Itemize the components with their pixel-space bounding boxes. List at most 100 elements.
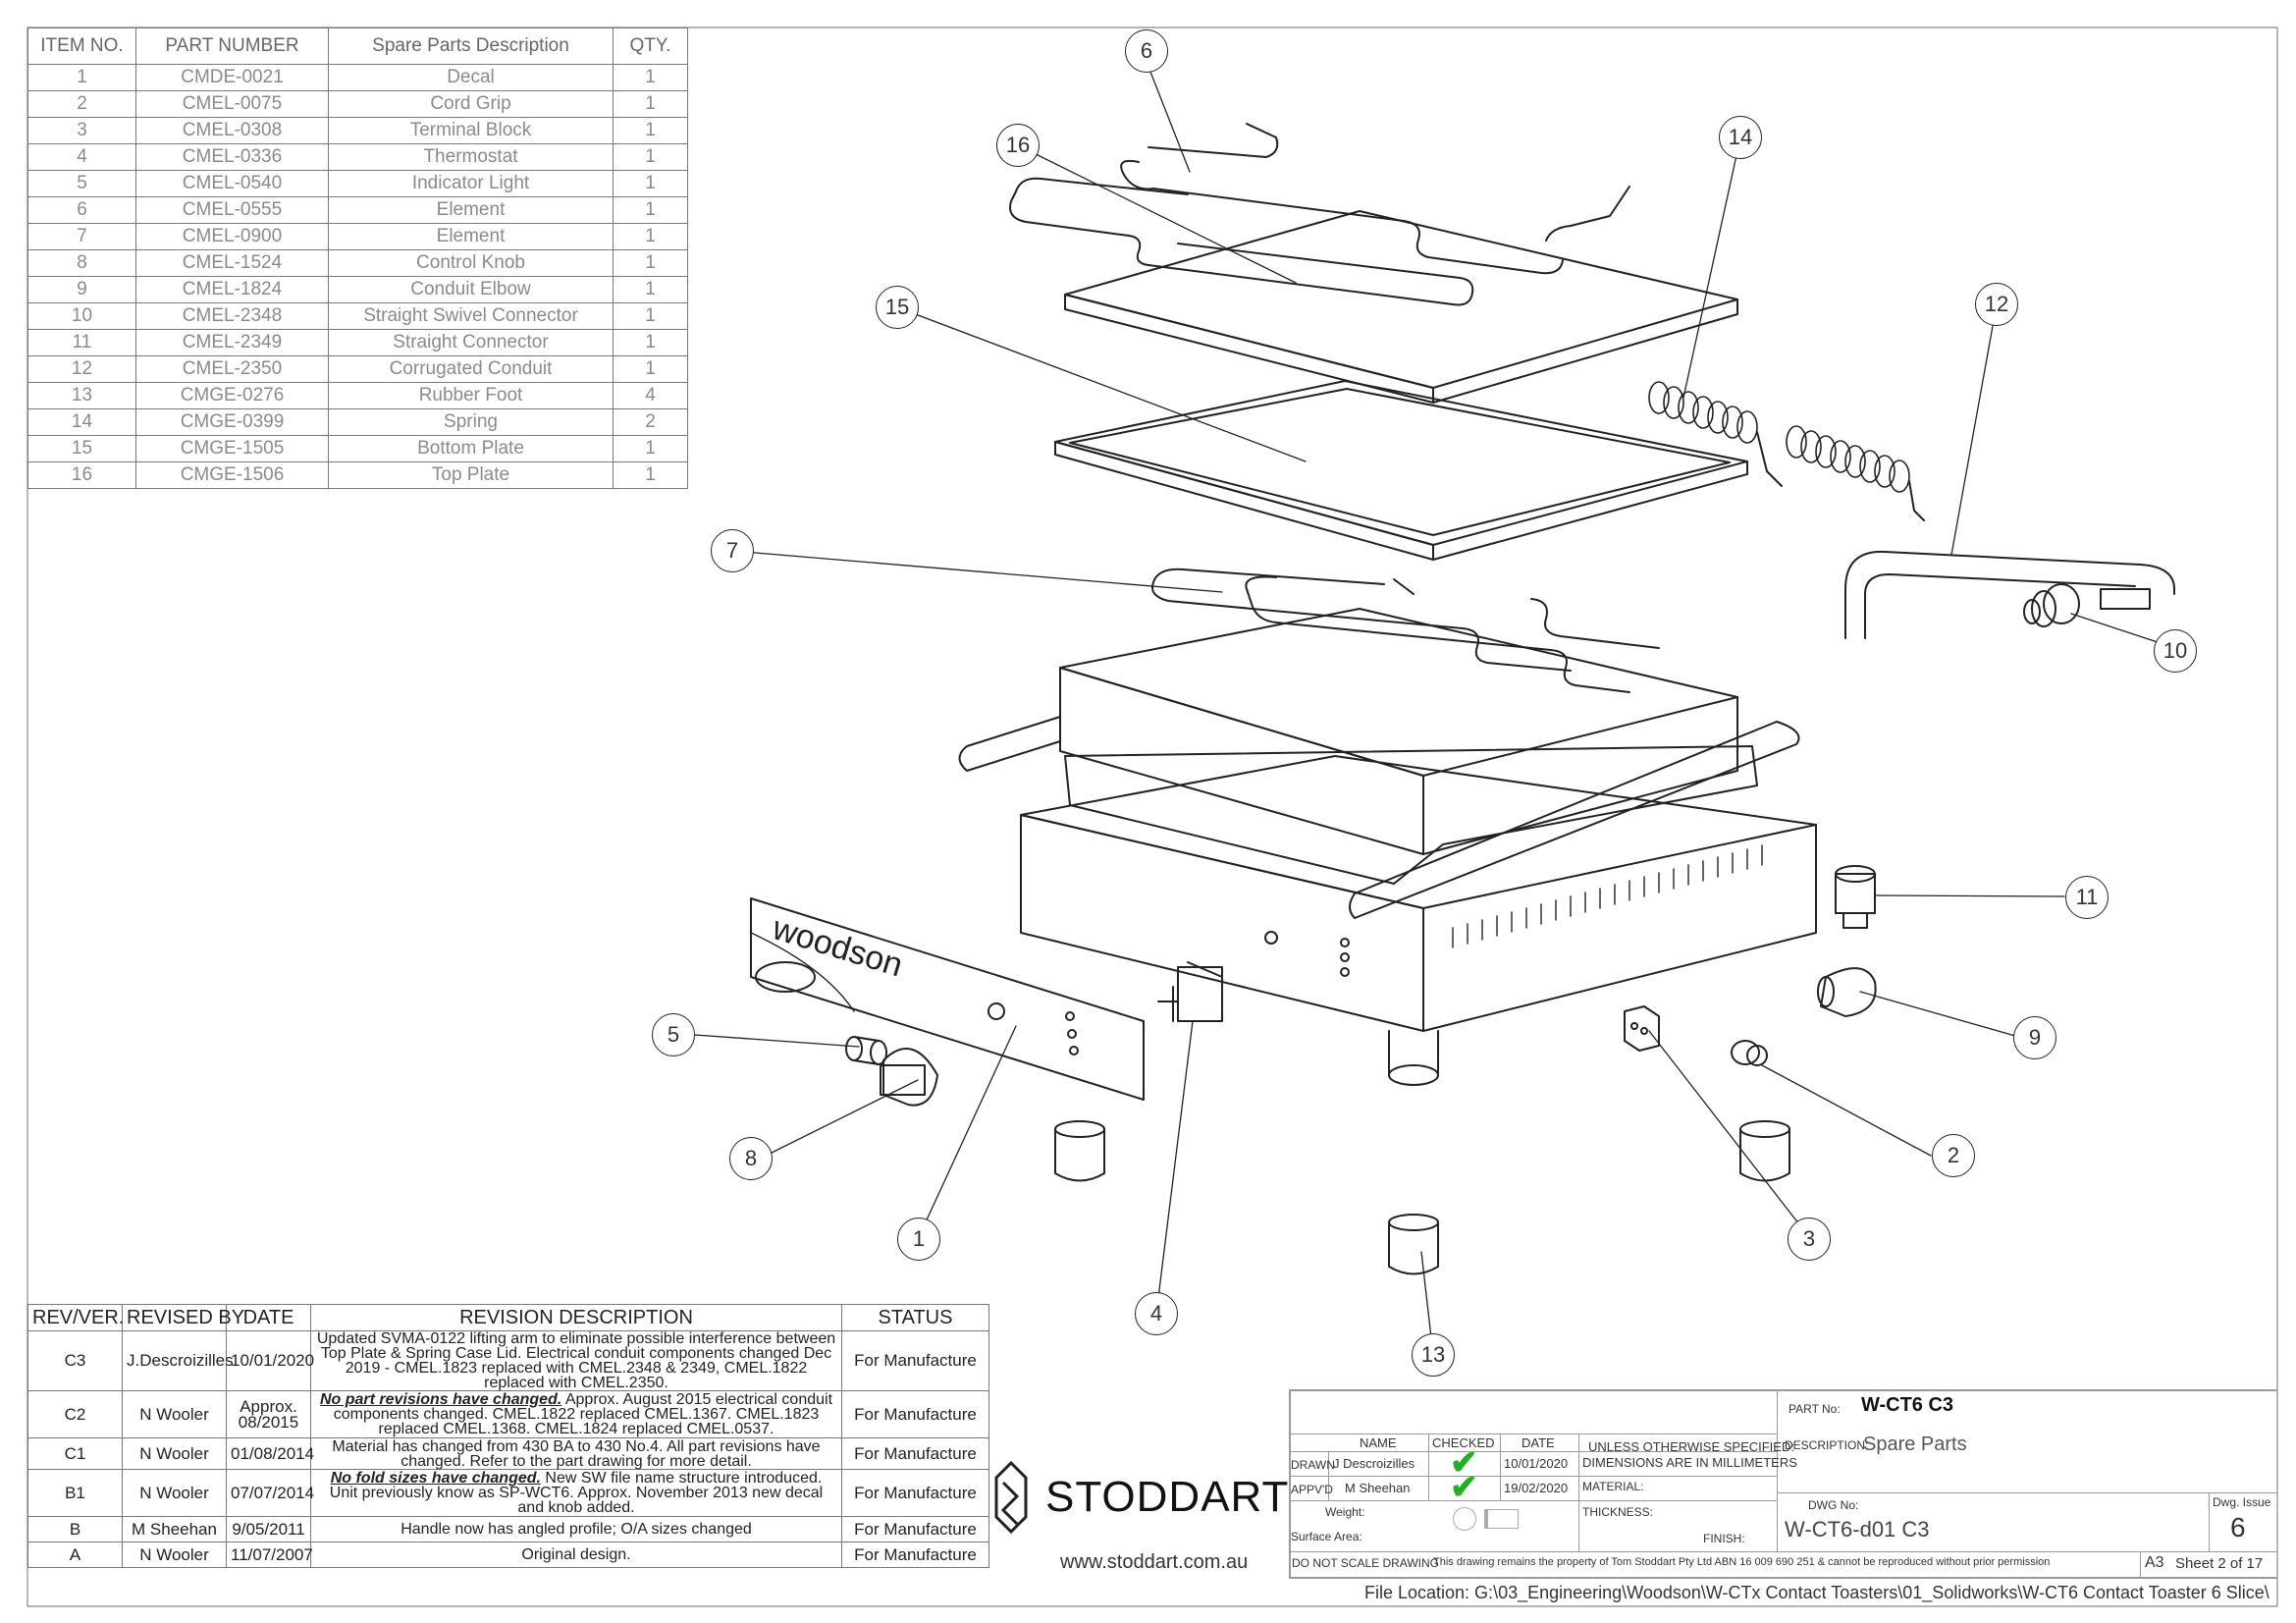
item-no-cell: 8 xyxy=(27,249,136,277)
element-top xyxy=(1009,123,1630,306)
part-number-cell: CMEL-0336 xyxy=(135,143,329,171)
leader-lines xyxy=(694,61,2176,1356)
description-cell: Bottom Plate xyxy=(328,435,614,462)
revision-text: Updated SVMA-0122 lifting arm to elimina… xyxy=(316,1330,836,1391)
item-no-cell: 1 xyxy=(27,64,136,91)
part-number-cell: CMEL-1824 xyxy=(135,276,329,303)
item-no-cell: 7 xyxy=(27,223,136,250)
date-cell: 01/08/2014 xyxy=(226,1437,314,1470)
item-no-cell: 10 xyxy=(27,302,136,330)
drawn-date: 10/01/2020 xyxy=(1504,1456,1569,1471)
col-checked: CHECKED xyxy=(1432,1435,1495,1450)
date-cell: Approx. 08/2015 xyxy=(226,1390,311,1438)
company-website: www.stoddart.com.au xyxy=(1060,1551,1249,1573)
callout-balloon: 11 xyxy=(2065,876,2109,919)
part-number: W-CT6 C3 xyxy=(1861,1394,1954,1416)
sheet-number: Sheet 2 of 17 xyxy=(2175,1555,2264,1572)
straight-connector xyxy=(1835,865,1876,929)
description-cell: Spring xyxy=(328,408,614,436)
status-cell: For Manufacture xyxy=(841,1390,989,1438)
description-cell: Corrugated Conduit xyxy=(328,355,614,383)
header-part-number: PART NUMBER xyxy=(135,27,329,65)
qty-cell: 1 xyxy=(613,355,688,383)
parts-header-row: ITEM NO. PART NUMBER Spare Parts Descrip… xyxy=(27,27,688,65)
toaster-lid xyxy=(958,608,1800,919)
revision-text: Original design. xyxy=(521,1546,631,1563)
status-cell: For Manufacture xyxy=(841,1330,989,1391)
stoddart-logo-icon xyxy=(994,1460,1028,1535)
callout-balloon: 15 xyxy=(876,286,919,329)
cord-grip xyxy=(1731,1040,1768,1066)
item-no-cell: 3 xyxy=(27,117,136,144)
qty-cell: 1 xyxy=(613,329,688,356)
description-cell: Indicator Light xyxy=(328,170,614,197)
property-note: This drawing remains the property of Tom… xyxy=(1433,1556,2051,1568)
status-cell: For Manufacture xyxy=(841,1469,989,1517)
qty-cell: 1 xyxy=(613,276,688,303)
description-cell: Top Plate xyxy=(328,461,614,489)
item-no-cell: 14 xyxy=(27,408,136,436)
description-cell: Updated SVMA-0122 lifting arm to elimina… xyxy=(310,1330,842,1391)
qty-cell: 1 xyxy=(613,143,688,171)
part-number-cell: CMGE-1505 xyxy=(135,435,329,462)
description-cell: No part revisions have changed. Approx. … xyxy=(310,1390,842,1438)
swivel-connector xyxy=(2023,583,2080,627)
description-cell: Terminal Block xyxy=(328,117,614,144)
thermostat xyxy=(1157,961,1223,1022)
material-label: MATERIAL: xyxy=(1582,1480,1644,1493)
terminal-block xyxy=(1624,1005,1660,1052)
status-cell: For Manufacture xyxy=(841,1437,989,1470)
description-cell: Original design. xyxy=(310,1542,842,1568)
appvd-date: 19/02/2020 xyxy=(1504,1481,1569,1495)
element-bottom xyxy=(1151,568,1660,693)
description-cell: Handle now has angled profile; O/A sizes… xyxy=(310,1516,842,1542)
revision-header-row: REV/VER. REVISED BY DATE REVISION DESCRI… xyxy=(27,1304,989,1331)
rev-cell: C3 xyxy=(27,1330,123,1391)
part-number-cell: CMGE-0276 xyxy=(135,382,329,409)
qty-cell: 1 xyxy=(613,435,688,462)
revision-text: New SW file name structure introduced. U… xyxy=(329,1470,824,1516)
drawing-number: W-CT6-d01 C3 xyxy=(1785,1517,1930,1542)
item-no-cell: 16 xyxy=(27,461,136,489)
qty-cell: 1 xyxy=(613,170,688,197)
control-knob xyxy=(880,1048,938,1107)
item-no-cell: 13 xyxy=(27,382,136,409)
description-cell: Thermostat xyxy=(328,143,614,171)
part-number-cell: CMEL-2350 xyxy=(135,355,329,383)
qty-cell: 1 xyxy=(613,64,688,91)
parts-list-table: ITEM NO. PART NUMBER Spare Parts Descrip… xyxy=(27,27,688,489)
revision-table: REV/VER. REVISED BY DATE REVISION DESCRI… xyxy=(27,1304,989,1568)
revised-by-cell: J.Descroizilles xyxy=(122,1330,234,1391)
projection-cone-icon xyxy=(1484,1509,1519,1529)
col-name: NAME xyxy=(1360,1435,1397,1450)
product-logo: woodson xyxy=(768,909,907,984)
toaster-base xyxy=(1020,755,1817,1086)
header-item-no: ITEM NO. xyxy=(27,27,136,65)
rev-cell: B xyxy=(27,1516,123,1542)
unless-specified: UNLESS OTHERWISE SPECIFIED: xyxy=(1588,1439,1794,1454)
rev-cell: B1 xyxy=(27,1469,123,1517)
callout-balloon: 4 xyxy=(1135,1292,1178,1335)
qty-cell: 1 xyxy=(613,90,688,118)
callout-balloon: 6 xyxy=(1125,29,1168,73)
revised-by-cell: M Sheehan xyxy=(122,1516,227,1542)
part-number-cell: CMEL-1524 xyxy=(135,249,329,277)
drawn-label: DRAWN xyxy=(1291,1458,1335,1472)
description-cell: No fold sizes have changed. New SW file … xyxy=(310,1469,842,1517)
drawing-description: Spare Parts xyxy=(1863,1434,1967,1455)
part-number-cell: CMEL-0540 xyxy=(135,170,329,197)
checkmark-icon: ✔ xyxy=(1450,1444,1478,1482)
header-revised-by: REVISED BY xyxy=(122,1304,244,1331)
part-number-cell: CMEL-0900 xyxy=(135,223,329,250)
conduit-elbow xyxy=(1817,967,1877,1017)
part-no-label: PART No: xyxy=(1789,1402,1841,1416)
